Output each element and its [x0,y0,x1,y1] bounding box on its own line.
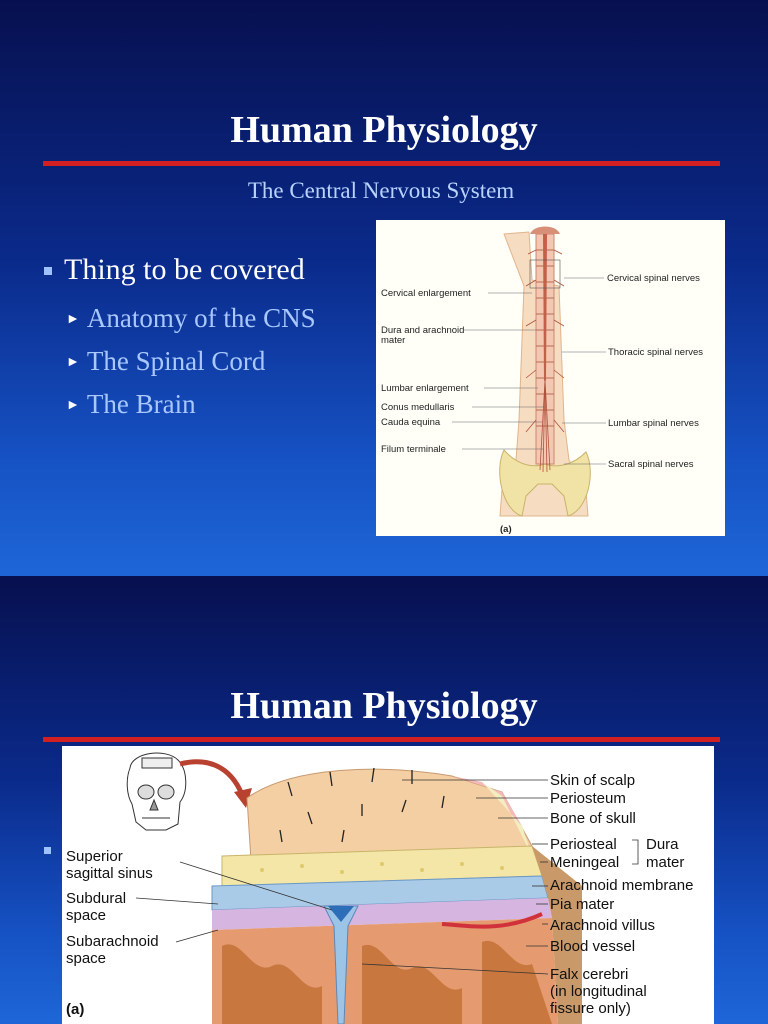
label-arachnoid-membrane: Arachnoid membrane [550,877,693,894]
slide-title: Human Physiology [0,684,768,728]
slide-1: Human Physiology The Central Nervous Sys… [0,0,768,576]
subbullet-item: ► The Spinal Cord [66,340,316,383]
subbullet-item: ► Anatomy of the CNS [66,297,316,340]
label-lumbar-enlargement: Lumbar enlargement [381,383,469,394]
label-superior: Superior [66,848,123,865]
label-arachnoid-villus: Arachnoid villus [550,917,655,934]
label-dura-arachnoid-2: mater [381,335,405,346]
label-bone-of-skull: Bone of skull [550,810,636,827]
label-cervical-enlargement: Cervical enlargement [381,288,471,299]
bullet-list: Thing to be covered ► Anatomy of the CNS… [44,253,316,426]
label-cervical-spinal-nerves: Cervical spinal nerves [607,273,700,284]
label-skin-of-scalp: Skin of scalp [550,772,635,789]
skull-icon [127,753,186,830]
label-cauda-equina: Cauda equina [381,417,441,428]
label-periosteal: Periosteal [550,836,617,853]
triangle-bullet-icon: ► [66,355,80,371]
meninges-illustration: Skin of scalp Periosteum Bone of skull P… [62,746,714,1024]
label-subarachnoid-space: space [66,950,106,967]
label-conus-medullaris: Conus medullaris [381,402,455,413]
label-periosteum: Periosteum [550,790,626,807]
label-thoracic-spinal-nerves: Thoracic spinal nerves [608,347,703,358]
square-bullet-icon [44,267,52,275]
square-bullet-icon [44,847,51,854]
title-rule [43,737,720,742]
bullet-item: Thing to be covered [44,253,316,287]
subbullet-text: The Spinal Cord [87,346,265,377]
spinal-cord-illustration: Cervical enlargement Dura and arachnoid … [376,220,725,536]
label-subarachnoid: Subarachnoid [66,933,159,950]
subbullet-item: ► The Brain [66,383,316,426]
label-blood-vessel: Blood vessel [550,938,635,955]
subbullet-text: Anatomy of the CNS [87,303,316,334]
subbullet-text: The Brain [87,389,196,420]
label-sagittal-sinus: sagittal sinus [66,865,153,882]
triangle-bullet-icon: ► [66,398,80,414]
label-lumbar-spinal-nerves: Lumbar spinal nerves [608,418,699,429]
label-filum-terminale: Filum terminale [381,444,446,455]
slide-title: Human Physiology [0,108,768,152]
title-rule [43,161,720,166]
spinal-cord-figure: Cervical enlargement Dura and arachnoid … [376,220,725,536]
label-pia-mater: Pia mater [550,896,614,913]
label-dura: Dura [646,836,679,853]
meninges-figure: Skin of scalp Periosteum Bone of skull P… [62,746,714,1024]
panel-label: (a) [500,524,512,535]
panel-label: (a) [66,1001,84,1018]
label-falx-cerebri-2: (in longitudinal [550,983,647,1000]
label-falx-cerebri-3: fissure only) [550,1000,631,1017]
slide-2: Human Physiology [0,576,768,1024]
label-falx-cerebri: Falx cerebri [550,966,628,983]
bullet-text: Thing to be covered [64,253,305,287]
slide-subtitle: The Central Nervous System [0,178,762,204]
label-sacral-spinal-nerves: Sacral spinal nerves [608,459,694,470]
label-subdural: Subdural [66,890,126,907]
label-dura-mater: mater [646,854,684,871]
triangle-bullet-icon: ► [66,312,80,328]
label-meningeal: Meningeal [550,854,619,871]
label-subdural-space: space [66,907,106,924]
